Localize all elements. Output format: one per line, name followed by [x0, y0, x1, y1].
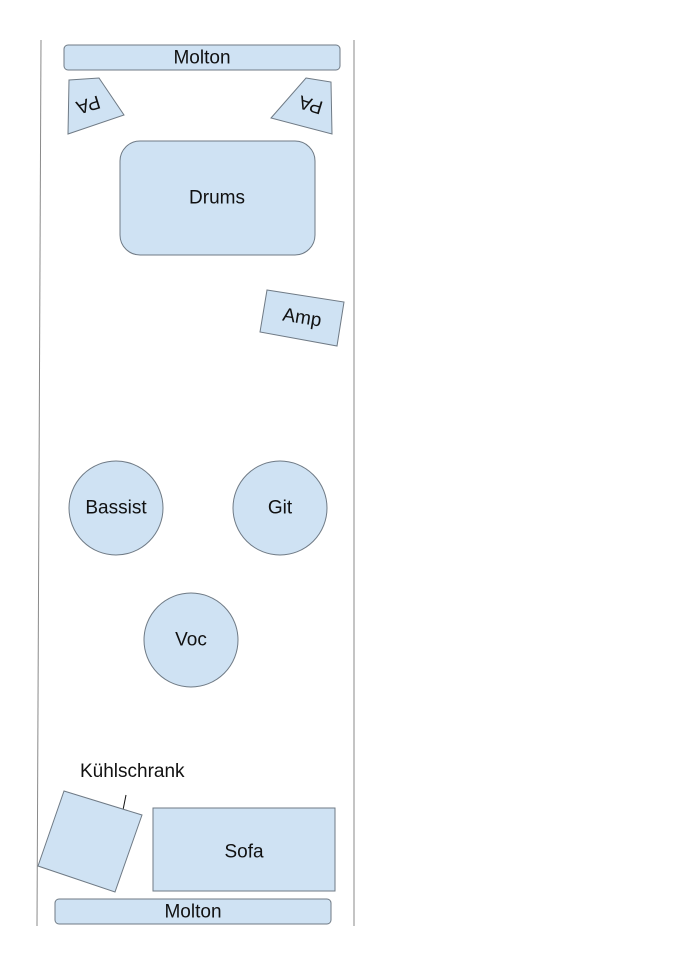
pa-left-shape	[67, 77, 125, 135]
pa-right-shape	[270, 77, 333, 135]
room-left-wall	[36, 39, 42, 927]
bassist-shape	[68, 460, 164, 556]
kuehlschrank	[37, 790, 143, 893]
molton-bottom-label: Molton	[164, 902, 221, 923]
drums-label: Drums	[189, 188, 245, 209]
git: Git	[232, 460, 328, 556]
molton-top-shape	[63, 44, 341, 71]
amp-shape	[259, 289, 345, 347]
bassist-label: Bassist	[85, 498, 147, 519]
voc-label: Voc	[175, 630, 207, 651]
bassist: Bassist	[68, 460, 164, 556]
git-label: Git	[268, 498, 293, 519]
molton-bottom: Molton	[54, 898, 332, 925]
molton-top-label: Molton	[173, 48, 230, 69]
pa-left-speaker: PA	[67, 77, 125, 135]
sofa: Sofa	[152, 807, 336, 892]
amp: Amp	[259, 289, 345, 347]
room-outline	[36, 39, 355, 927]
molton-top: Molton	[63, 44, 341, 71]
drums-shape	[119, 140, 316, 256]
voc-shape	[143, 592, 239, 688]
git-shape	[232, 460, 328, 556]
sofa-shape	[152, 807, 336, 892]
kuehlschrank-shape	[37, 790, 143, 893]
kuehlschrank-label: Kühlschrank	[80, 761, 185, 782]
voc: Voc	[143, 592, 239, 688]
sofa-label: Sofa	[224, 842, 264, 863]
drums: Drums	[119, 140, 316, 256]
molton-bottom-shape	[54, 898, 332, 925]
pa-right-speaker: PA	[270, 77, 333, 135]
